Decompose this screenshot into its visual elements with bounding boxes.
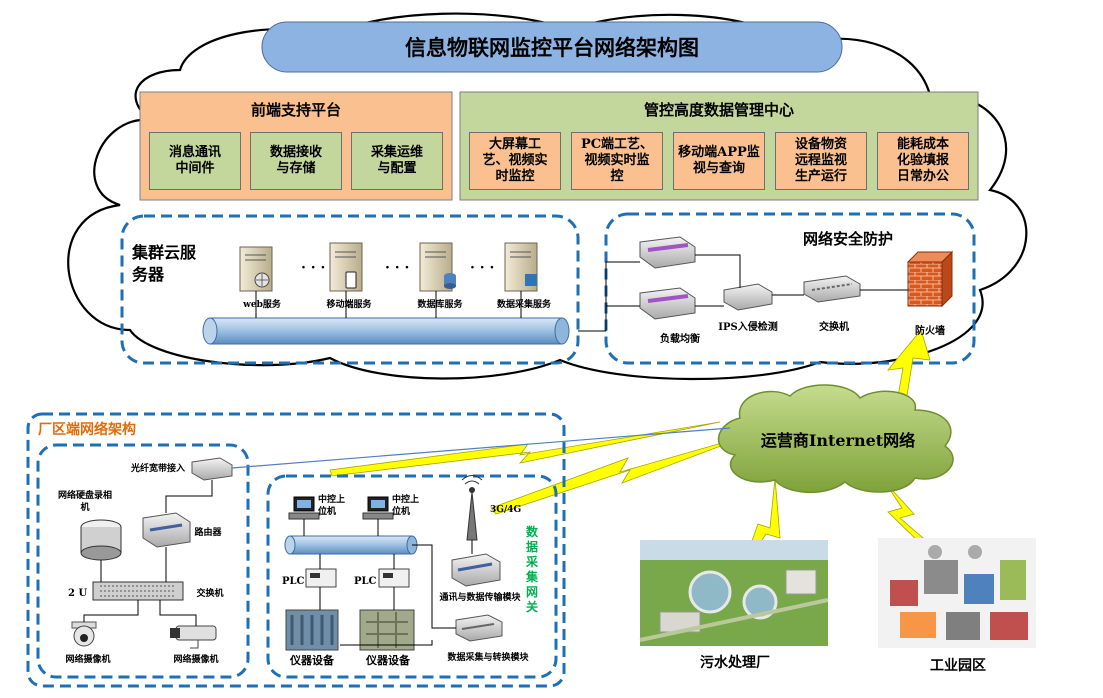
mobile-service-label: 移动端服务 bbox=[326, 298, 372, 310]
acq-module bbox=[455, 614, 503, 642]
acquisition-service-label: 数据采集服务 bbox=[497, 298, 552, 310]
sewage-label: 污水处理厂 bbox=[700, 654, 770, 671]
ips-label: IPS入侵检测 bbox=[718, 320, 777, 333]
gateway-bus bbox=[284, 535, 418, 555]
nvr-label: 网络硬盘录相 机 bbox=[58, 491, 113, 513]
nvr bbox=[80, 519, 122, 561]
comm-module bbox=[451, 553, 501, 587]
server-acquisition bbox=[504, 242, 538, 292]
plc2-label: PLC bbox=[354, 576, 377, 587]
dots-3: · · · bbox=[470, 260, 494, 276]
fiber-modem bbox=[191, 457, 233, 481]
plant-title: 厂区端网络架构 bbox=[38, 421, 136, 438]
switch-label: 交换机 bbox=[819, 320, 849, 333]
database-service-label: 数据库服务 bbox=[417, 298, 463, 310]
plant-switch-label: 交换机 bbox=[196, 587, 223, 599]
instrument-photo-2 bbox=[359, 609, 415, 651]
center-item-pc: PC端工艺、 视频实时监 控 bbox=[571, 132, 663, 190]
firewall bbox=[906, 250, 954, 308]
plc-2 bbox=[378, 568, 410, 588]
gateway-title: 数 据 采 集 网 关 bbox=[526, 525, 539, 614]
antenna-label: 3G/4G bbox=[490, 505, 521, 515]
gateway-group bbox=[266, 474, 558, 679]
load-balance-label: 负载均衡 bbox=[660, 332, 700, 345]
cluster-group bbox=[120, 214, 580, 365]
security-switch bbox=[803, 275, 861, 303]
center-item-mobile: 移动端APP监 视与查询 bbox=[673, 132, 765, 190]
server-web bbox=[239, 246, 273, 292]
ips-device bbox=[723, 283, 773, 311]
fiber-label: 光纤宽带接入 bbox=[130, 462, 185, 474]
title-bar bbox=[261, 21, 843, 73]
instrument1-label: 仪器设备 bbox=[289, 653, 335, 667]
internet-label: 运营商Internet网络 bbox=[761, 431, 915, 450]
rack-switch bbox=[92, 581, 184, 601]
plc-1 bbox=[305, 568, 337, 588]
server-database bbox=[419, 242, 456, 292]
router bbox=[142, 512, 191, 548]
bullet-camera bbox=[170, 625, 217, 649]
rack-label: 2 U bbox=[68, 588, 87, 599]
load-balancer-top bbox=[639, 236, 696, 269]
plc1-label: PLC bbox=[282, 576, 305, 587]
firewall-label: 防火墙 bbox=[915, 324, 945, 337]
dots-1: · · · bbox=[301, 260, 325, 276]
page-title: 信息物联网监控平台网络架构图 bbox=[405, 35, 699, 60]
cluster-bus bbox=[202, 317, 570, 345]
pc2-label: 中控上 位机 bbox=[392, 495, 420, 517]
control-pc-2 bbox=[362, 496, 394, 520]
comm-module-label: 通讯与数据传输模块 bbox=[439, 591, 521, 603]
camera1-label: 网络摄像机 bbox=[65, 653, 110, 665]
web-service-label: web服务 bbox=[242, 298, 282, 310]
front-item-config: 采集运维 与配置 bbox=[351, 132, 443, 190]
instrument2-label: 仪器设备 bbox=[365, 653, 411, 667]
front-item-storage: 数据接收 与存储 bbox=[250, 132, 342, 190]
front-item-messaging: 消息通讯 中间件 bbox=[149, 132, 241, 190]
cluster-title: 集群云服 务器 bbox=[132, 243, 197, 284]
dome-camera bbox=[71, 621, 97, 647]
security-title: 网络安全防护 bbox=[803, 230, 893, 248]
industrial-label: 工业园区 bbox=[930, 658, 986, 674]
antenna bbox=[461, 475, 483, 541]
camera2-label: 网络摄像机 bbox=[173, 653, 218, 665]
load-balancer-bottom bbox=[639, 287, 696, 320]
center-item-bigscreen: 大屏幕工 艺、视频实 时监控 bbox=[469, 132, 561, 190]
center-item-equipment: 设备物资 远程监视 生产运行 bbox=[775, 132, 867, 190]
server-mobile bbox=[329, 242, 363, 292]
internet-cloud bbox=[717, 384, 954, 493]
front-platform-title: 前端支持平台 bbox=[251, 101, 341, 119]
pc1-label: 中控上 位机 bbox=[318, 495, 346, 517]
sewage-plant-image bbox=[639, 540, 829, 646]
control-center-title: 管控高度数据管理中心 bbox=[644, 101, 794, 119]
plant-group bbox=[26, 412, 566, 688]
industrial-park-image bbox=[878, 538, 1036, 648]
center-item-energy: 能耗成本 化验填报 日常办公 bbox=[877, 132, 969, 190]
dots-2: · · · bbox=[385, 260, 409, 276]
acq-module-label: 数据采集与转换模块 bbox=[447, 651, 529, 663]
router-label: 路由器 bbox=[194, 526, 222, 538]
control-pc-1 bbox=[288, 496, 320, 520]
plant-network-group bbox=[36, 443, 250, 679]
